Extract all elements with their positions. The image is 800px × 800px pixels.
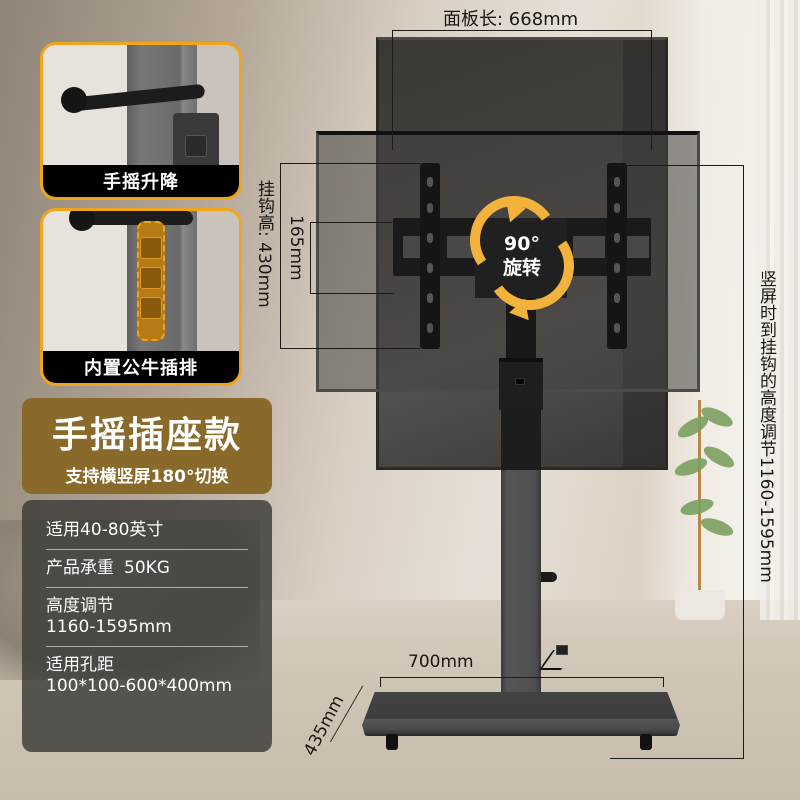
rotation-plate: [475, 218, 567, 298]
rotation-label: 90° 旋转: [490, 232, 554, 280]
potted-plant: [670, 380, 738, 600]
vertical-range-line: [610, 165, 744, 759]
lock-button: [515, 378, 525, 385]
curtain: [760, 0, 800, 620]
spec-label: 高度调节: [46, 596, 114, 616]
model-title: 手摇插座款: [51, 415, 242, 456]
crank-knob: [61, 87, 87, 113]
panel-length-label: 面板长: 668mm: [443, 9, 579, 30]
power-strip-photo: [43, 211, 239, 351]
crank-handle: [73, 211, 193, 225]
hand-crank-photo: [43, 45, 239, 197]
plant-pot: [675, 590, 725, 620]
bracket-height-line: [310, 222, 394, 294]
model-title-card: 手摇插座款 支持横竖屏180°切换: [22, 398, 272, 494]
feature-card-hand-crank: 手摇升降: [40, 42, 242, 200]
base-width-label: 700mm: [408, 652, 474, 672]
power-plug: [556, 645, 568, 655]
feature-caption: 手摇升降: [43, 165, 239, 197]
spec-label: 适用40-80英寸: [46, 520, 164, 540]
model-subtitle: 支持横竖屏180°切换: [65, 467, 229, 487]
feature-caption: 内置公牛插排: [43, 351, 239, 383]
stand-column-upper: [506, 298, 536, 358]
stand-base: [362, 692, 680, 736]
spec-label: 适用孔距: [46, 655, 114, 675]
spec-value: 50KG: [124, 558, 170, 578]
bracket-height-label: 165mm: [286, 215, 306, 281]
vesa-arm-right: [607, 163, 627, 349]
hook-height-label: 挂钩高: 430mm: [254, 180, 274, 308]
spec-vesa: 适用孔距 100*100-600*400mm: [46, 647, 248, 705]
socket-icon: [140, 237, 162, 259]
caster-wheel: [386, 734, 398, 750]
vesa-arm-left: [420, 163, 440, 349]
spec-value: 1160-1595mm: [46, 617, 172, 637]
socket-icon: [140, 267, 162, 289]
caster-wheel: [640, 734, 652, 750]
socket-icon: [185, 135, 207, 157]
rotation-angle: 90°: [504, 233, 540, 255]
stand-column: [501, 470, 541, 700]
height-collar: [499, 358, 543, 410]
crank-knob: [69, 211, 95, 231]
power-strip-highlight: [137, 221, 165, 341]
spec-height: 高度调节 1160-1595mm: [46, 588, 248, 647]
arrow-head-icon: [507, 298, 529, 324]
spec-load: 产品承重 50KG: [46, 550, 248, 588]
hook-height-line: [280, 163, 420, 349]
socket-icon: [140, 297, 162, 319]
spec-size: 适用40-80英寸: [46, 512, 248, 550]
feature-card-power-strip: 内置公牛插排: [40, 208, 242, 386]
vertical-range-label: 竖屏时到挂钩的高度调节1160-1595mm: [756, 270, 776, 583]
spec-label: 产品承重: [46, 558, 114, 578]
base-width-line: [380, 677, 664, 687]
side-crank-handle: [541, 572, 557, 582]
arrow-head-icon: [506, 197, 528, 223]
spec-card: 适用40-80英寸 产品承重 50KG 高度调节 1160-1595mm 适用孔距…: [22, 500, 272, 752]
panel-length-line: [392, 30, 652, 150]
spec-value: 100*100-600*400mm: [46, 676, 233, 696]
rotation-text: 旋转: [502, 257, 541, 279]
